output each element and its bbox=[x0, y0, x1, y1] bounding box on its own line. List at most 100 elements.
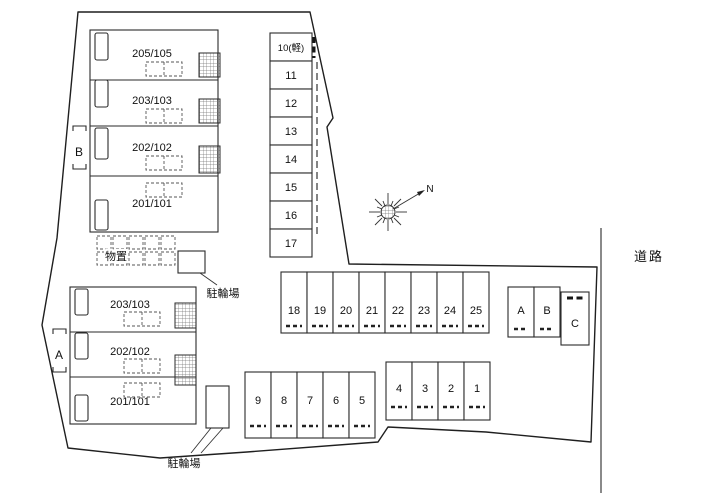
parking-space-23 bbox=[410, 271, 438, 334]
storage-box bbox=[144, 251, 160, 266]
storage-label: 物置 bbox=[105, 249, 127, 263]
storage-box bbox=[160, 235, 176, 250]
north-arrowhead bbox=[417, 190, 425, 196]
building-b: 205/105 203/103 202/102 201/101 B bbox=[72, 29, 221, 233]
space-number: 19 bbox=[314, 305, 326, 317]
space-number: 6 bbox=[333, 395, 339, 407]
building-b-label: B bbox=[75, 145, 83, 159]
storage-box bbox=[128, 235, 144, 250]
parking-space-1 bbox=[463, 361, 491, 421]
leader-line bbox=[190, 427, 212, 454]
space-number: 10(軽) bbox=[278, 43, 304, 54]
room-number: 201/101 bbox=[110, 396, 150, 408]
parking-space-10kei bbox=[269, 32, 313, 62]
parking-space-12 bbox=[269, 88, 313, 118]
stairs-hatch bbox=[174, 302, 197, 329]
balcony bbox=[74, 288, 89, 316]
space-letter: B bbox=[543, 305, 550, 317]
parking-space-16 bbox=[269, 200, 313, 230]
compass-center bbox=[380, 204, 396, 220]
building-b-bracket-top bbox=[72, 125, 87, 131]
space-number: 15 bbox=[285, 182, 297, 194]
stairs-hatch bbox=[174, 354, 197, 386]
parking-space-15 bbox=[269, 172, 313, 202]
stairs-hatch bbox=[198, 52, 221, 78]
storage-box bbox=[112, 251, 128, 266]
building-a: 203/103 202/102 201/101 A bbox=[52, 286, 197, 425]
parking-space-b bbox=[533, 286, 561, 338]
space-number: 2 bbox=[448, 383, 454, 395]
room-number: 203/103 bbox=[132, 95, 172, 107]
storage-box bbox=[128, 251, 144, 266]
balcony bbox=[94, 199, 109, 231]
north-arrow bbox=[392, 192, 421, 210]
storage-box bbox=[96, 251, 112, 266]
balcony bbox=[74, 332, 89, 360]
space-number: 1 bbox=[474, 383, 480, 395]
storage-box bbox=[144, 235, 160, 250]
parking-space-17 bbox=[269, 228, 313, 258]
space-number: 23 bbox=[418, 305, 430, 317]
storage-box bbox=[96, 235, 112, 250]
balcony bbox=[94, 32, 109, 61]
room-number: 205/105 bbox=[132, 48, 172, 60]
parking-space-3 bbox=[411, 361, 439, 421]
bicycle-shed bbox=[177, 250, 206, 274]
parking-space-11 bbox=[269, 60, 313, 90]
parking-space-25 bbox=[462, 271, 490, 334]
bicycle-parking-bottom: 駐輪場 bbox=[168, 385, 230, 470]
parking-space-22 bbox=[384, 271, 412, 334]
storage-box bbox=[160, 251, 176, 266]
building-b-bracket-bottom bbox=[72, 164, 87, 170]
space-number: 16 bbox=[285, 210, 297, 222]
space-number: 20 bbox=[340, 305, 352, 317]
space-number: 11 bbox=[285, 70, 296, 82]
parking-space-20 bbox=[332, 271, 360, 334]
space-number: 17 bbox=[285, 238, 297, 250]
space-number: 21 bbox=[366, 305, 378, 317]
space-number: 9 bbox=[255, 395, 261, 407]
parking-space-2 bbox=[437, 361, 465, 421]
road-label: 道路 bbox=[634, 249, 664, 264]
compass-spikes bbox=[369, 193, 407, 231]
building-a-bracket-bottom bbox=[52, 367, 67, 373]
space-number: 24 bbox=[444, 305, 456, 317]
parking-space-c bbox=[560, 291, 590, 346]
parking-space-21 bbox=[358, 271, 386, 334]
balcony bbox=[94, 79, 109, 108]
space-number: 8 bbox=[281, 395, 287, 407]
parking-space-24 bbox=[436, 271, 464, 334]
building-a-label: A bbox=[55, 348, 63, 362]
space-number: 12 bbox=[285, 98, 297, 110]
bicycle-shed bbox=[205, 385, 230, 429]
space-letter: C bbox=[571, 318, 579, 330]
space-number: 5 bbox=[359, 395, 365, 407]
bicycle-parking-label: 駐輪場 bbox=[168, 456, 201, 470]
parking-space-13 bbox=[269, 116, 313, 146]
room-number: 203/103 bbox=[110, 299, 150, 311]
space-number: 4 bbox=[396, 383, 402, 395]
parking-letter-spaces: A B C bbox=[507, 286, 590, 346]
storage-area: 物置 bbox=[96, 235, 176, 266]
north-label: N bbox=[426, 184, 433, 195]
space-letter: A bbox=[517, 305, 525, 317]
balcony bbox=[74, 394, 89, 422]
room-number: 201/101 bbox=[132, 198, 172, 210]
stairs-hatch bbox=[198, 145, 221, 174]
balcony bbox=[94, 127, 109, 160]
space-number: 14 bbox=[285, 154, 297, 166]
parking-column: 10(軽) 11 12 13 14 15 16 17 bbox=[269, 32, 318, 258]
building-b-outline bbox=[89, 29, 219, 233]
parking-space-19 bbox=[306, 271, 334, 334]
space-number: 3 bbox=[422, 383, 428, 395]
leader-line bbox=[200, 427, 224, 454]
leader-line bbox=[199, 272, 218, 286]
road: 道路 bbox=[600, 228, 664, 493]
storage-box bbox=[112, 235, 128, 250]
space-number: 18 bbox=[288, 305, 300, 317]
space-number: 7 bbox=[307, 395, 313, 407]
room-number: 202/102 bbox=[132, 142, 172, 154]
space-number: 25 bbox=[470, 305, 482, 317]
